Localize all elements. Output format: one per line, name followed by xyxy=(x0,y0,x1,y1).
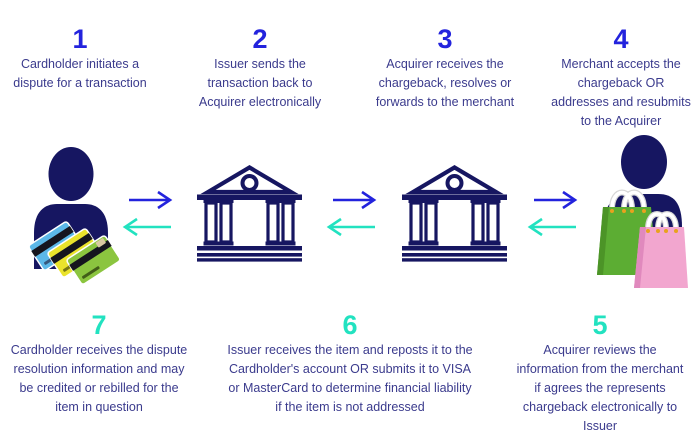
acquirer-bank-building-icon xyxy=(402,165,507,262)
credit-card-green-icon xyxy=(66,235,121,285)
shopping-bag-pink-icon xyxy=(634,211,688,288)
step-5-description: Acquirer reviews the information from th… xyxy=(516,343,684,433)
arrow-pair-issuer-acquirer xyxy=(325,190,379,238)
bank-icon xyxy=(402,165,507,262)
step-6-number: 6 xyxy=(342,310,358,340)
bank-columns xyxy=(203,199,296,246)
left-arrow-icon xyxy=(527,217,576,237)
step-3-number: 3 xyxy=(437,24,453,54)
step-3-description: Acquirer receives the chargeback, resolv… xyxy=(375,57,515,109)
left-arrow-icon xyxy=(326,217,375,237)
step-1-number: 1 xyxy=(72,24,88,54)
step-6: 6 Issuer receives the item and reposts i… xyxy=(190,312,510,417)
right-arrow-icon xyxy=(333,190,377,210)
step-4: 4 Merchant accepts the chargeback OR add… xyxy=(541,26,700,131)
step-1: 1 Cardholder initiates a dispute for a t… xyxy=(0,26,160,93)
step-5: 5 Acquirer reviews the information from … xyxy=(502,312,698,436)
step-7-number: 7 xyxy=(91,310,107,340)
step-4-number: 4 xyxy=(613,24,629,54)
right-arrow-icon xyxy=(534,190,578,210)
issuer-bank-building-icon xyxy=(197,165,302,262)
arrow-pair-cardholder-issuer xyxy=(121,190,175,238)
step-2-description: Issuer sends the transaction back to Acq… xyxy=(198,57,322,109)
step-2: 2 Issuer sends the transaction back to A… xyxy=(180,26,340,112)
right-arrow-icon xyxy=(129,190,173,210)
step-2-number: 2 xyxy=(252,24,268,54)
merchant-person-with-shopping-bags-icon xyxy=(596,135,688,290)
person-icon xyxy=(28,147,121,285)
step-7-description: Cardholder receives the dispute resoluti… xyxy=(10,343,188,414)
merchant-icon xyxy=(597,135,688,288)
arrow-pair-acquirer-merchant xyxy=(526,190,580,238)
bank-columns xyxy=(408,199,501,246)
bank-icon xyxy=(197,165,302,262)
step-4-description: Merchant accepts the chargeback OR addre… xyxy=(551,57,691,128)
step-1-description: Cardholder initiates a dispute for a tra… xyxy=(13,57,147,90)
cardholder-person-with-credit-cards-icon xyxy=(27,147,121,285)
step-6-description: Issuer receives the item and reposts it … xyxy=(227,343,473,414)
step-5-number: 5 xyxy=(592,310,608,340)
left-arrow-icon xyxy=(122,217,171,237)
step-3: 3 Acquirer receives the chargeback, reso… xyxy=(365,26,525,112)
step-7: 7 Cardholder receives the dispute resolu… xyxy=(1,312,197,417)
